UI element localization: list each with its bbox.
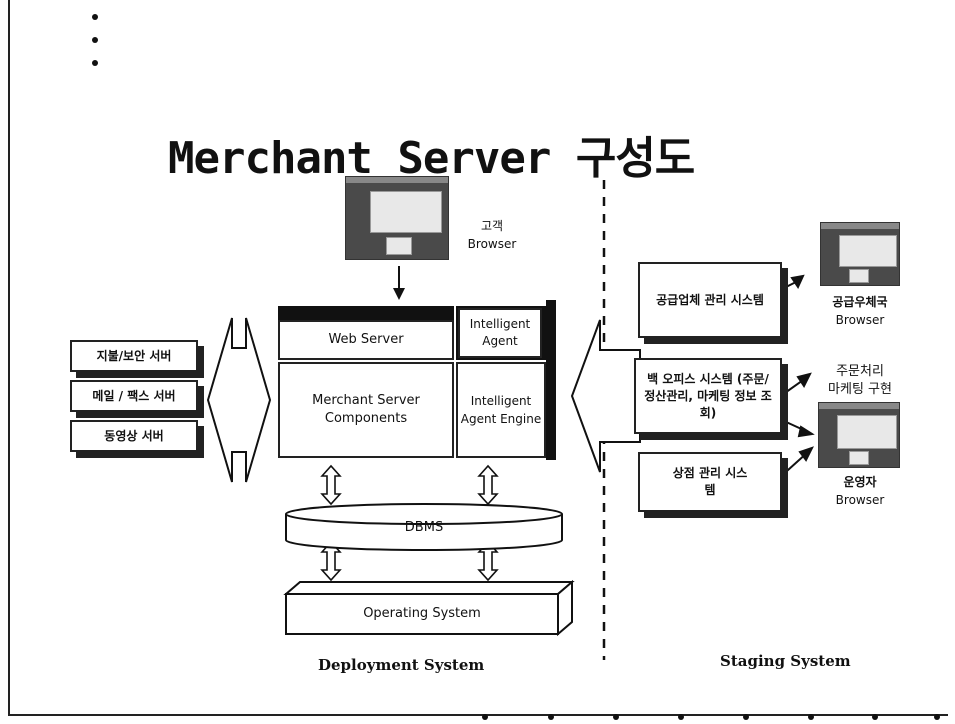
dbms-os-arrows (320, 540, 499, 582)
bottom-dot (613, 714, 619, 720)
intelligent-agent-block: Intelligent Agent (456, 306, 546, 360)
os-label: Operating System (363, 606, 481, 621)
order-processing-label: 주문처리 (836, 364, 884, 379)
bottom-dot (482, 714, 488, 720)
bottom-dot (548, 714, 554, 720)
customer-browser-screenshot (345, 176, 449, 260)
bullet-dot (92, 14, 98, 20)
left-double-arrow (206, 317, 272, 483)
supplier-management-system: 공급업체 관리 시스템 (638, 262, 782, 338)
operator-label: 운영자 (843, 475, 877, 489)
intelligent-agent-label: Intelligent Agent (458, 308, 542, 358)
core-side-shadow (546, 300, 556, 460)
browser-down-arrowhead (393, 288, 405, 300)
marketing-label: 마케팅 구현 (828, 382, 892, 397)
core-dbms-arrows (320, 464, 499, 506)
back-office-system: 백 오피스 시스템 (주문/정산관리, 마케팅 정보 조회) (634, 358, 782, 434)
bottom-dot (678, 714, 684, 720)
bottom-dot (934, 714, 940, 720)
os-slab (283, 579, 575, 637)
bullet-dot (92, 37, 98, 43)
staging-inflow-arrow (570, 319, 641, 473)
dbms-cylinder (285, 503, 563, 551)
merchant-server-components: Merchant Server Components (278, 362, 454, 458)
customer-label-korean: 고객 (480, 219, 504, 233)
post-office-browser-label: Browser (835, 313, 885, 327)
page-title: Merchant Server 구성도 (168, 133, 695, 184)
post-office-browser-screenshot (820, 222, 900, 286)
operator-browser-label: Browser (835, 493, 885, 507)
bottom-dot (743, 714, 749, 720)
slide-frame (8, 0, 948, 716)
web-server-block: Web Server (278, 306, 454, 360)
intelligent-agent-engine: Intelligent Agent Engine (456, 362, 546, 458)
payment-security-server: 지불/보안 서버 (70, 340, 198, 372)
bullet-dot (92, 60, 98, 66)
deployment-system-label: Deployment System (318, 656, 485, 674)
operator-browser-screenshot (818, 402, 900, 468)
store-management-system: 상점 관리 시스템 (638, 452, 782, 512)
web-server-label: Web Server (278, 320, 454, 360)
customer-label-browser: Browser (467, 237, 517, 251)
bottom-dot (808, 714, 814, 720)
dbms-label: DBMS (404, 520, 444, 535)
bottom-dot (872, 714, 878, 720)
mail-fax-server: 메일 / 팩스 서버 (70, 380, 198, 412)
staging-system-label: Staging System (720, 652, 851, 670)
video-server: 동영상 서버 (70, 420, 198, 452)
post-office-label: 공급우체국 (832, 295, 888, 309)
